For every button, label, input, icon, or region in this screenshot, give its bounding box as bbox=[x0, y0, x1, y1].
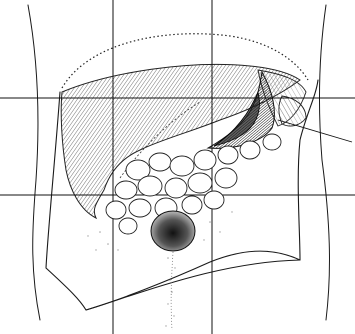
right-body-contour bbox=[319, 5, 329, 320]
lower-flap-fold bbox=[86, 260, 300, 310]
bladder bbox=[151, 211, 195, 251]
pointer-line bbox=[278, 120, 352, 142]
left-body-contour bbox=[28, 5, 40, 320]
midline-trace bbox=[171, 252, 173, 330]
